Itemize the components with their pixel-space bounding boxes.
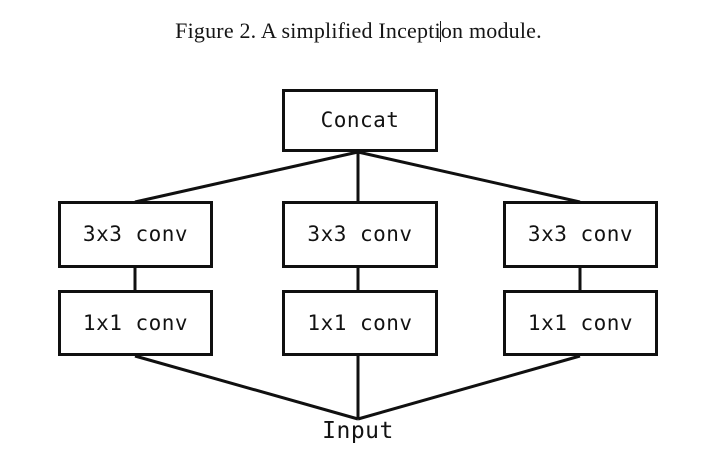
caption-text-before-caret: Figure 2. A simplified Incepti xyxy=(175,18,441,43)
node-conv3x3-middle-label: 3x3 conv xyxy=(307,222,413,246)
edge-concat-to-conv3x3-right xyxy=(357,150,581,204)
node-input-label: Input xyxy=(322,418,394,444)
caption-text-after-caret: on module. xyxy=(440,18,542,43)
node-conv3x3-right[interactable]: 3x3 conv xyxy=(503,201,658,268)
node-conv1x1-right-label: 1x1 conv xyxy=(527,310,634,335)
node-conv1x1-left[interactable]: 1x1 conv xyxy=(58,290,213,356)
edge-conv1x1-right-to-input xyxy=(357,354,581,421)
text-caret xyxy=(440,21,442,42)
edge-conv1x1-left-to-input xyxy=(134,354,359,421)
node-conv1x1-middle[interactable]: 1x1 conv xyxy=(282,290,438,356)
node-conv3x3-middle[interactable]: 3x3 conv xyxy=(282,201,438,268)
node-concat-label: Concat xyxy=(320,108,400,132)
edge-concat-to-conv3x3-left xyxy=(134,150,359,204)
node-conv3x3-left[interactable]: 3x3 conv xyxy=(58,201,213,268)
node-concat[interactable]: Concat xyxy=(282,89,438,152)
node-conv1x1-middle-label: 1x1 conv xyxy=(307,310,413,335)
node-conv3x3-right-label: 3x3 conv xyxy=(527,222,634,246)
node-conv1x1-left-label: 1x1 conv xyxy=(82,310,189,335)
node-conv3x3-left-label: 3x3 conv xyxy=(82,222,189,246)
node-input[interactable]: Input xyxy=(258,420,458,443)
node-conv1x1-right[interactable]: 1x1 conv xyxy=(503,290,658,356)
figure-caption: Figure 2. A simplified Inception module. xyxy=(0,18,717,44)
